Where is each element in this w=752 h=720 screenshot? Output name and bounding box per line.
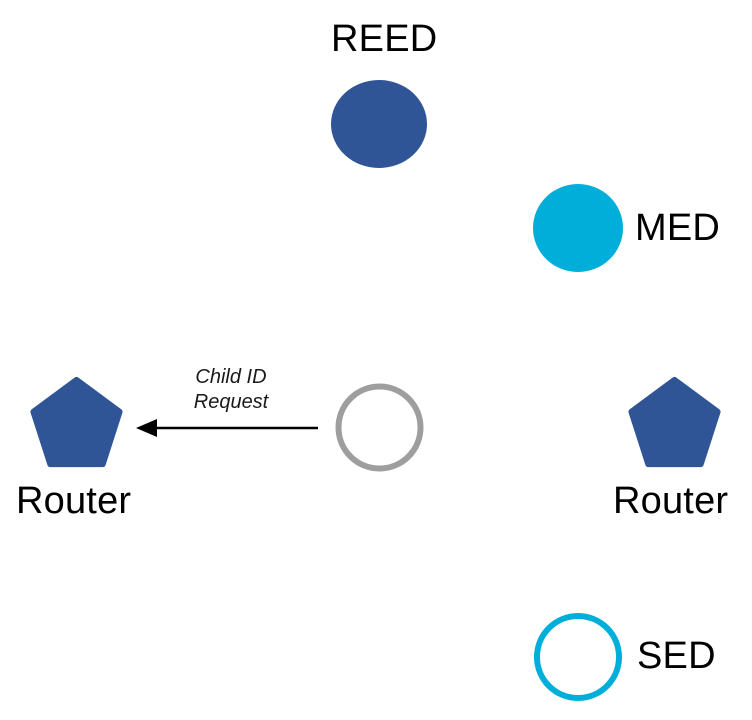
- router-right-pentagon-fill: [628, 376, 721, 468]
- node-end-device-center-circle[interactable]: [334, 382, 425, 473]
- node-label-router-left: Router: [16, 480, 132, 522]
- edge-label-child-id-request: Child ID Request: [193, 366, 269, 413]
- node-reed-circle[interactable]: [331, 80, 427, 168]
- sed-circle-outline: [534, 613, 622, 701]
- node-label-router-right: Router: [613, 480, 729, 522]
- med-circle-fill: [533, 184, 623, 272]
- node-label-sed: SED: [637, 635, 716, 677]
- router-left-pentagon-fill: [30, 376, 123, 468]
- node-sed-circle[interactable]: [533, 612, 623, 702]
- node-med-circle[interactable]: [533, 184, 623, 272]
- node-label-med: MED: [635, 207, 721, 249]
- reed-circle-fill: [331, 80, 427, 168]
- node-label-reed: REED: [331, 18, 438, 60]
- end-device-circle-outline: [335, 383, 424, 472]
- node-router-right-pentagon[interactable]: [628, 376, 721, 468]
- edge-child-id-request-arrow: [130, 412, 326, 444]
- node-router-left-pentagon[interactable]: [30, 376, 123, 468]
- arrowhead-left-icon: [136, 419, 157, 437]
